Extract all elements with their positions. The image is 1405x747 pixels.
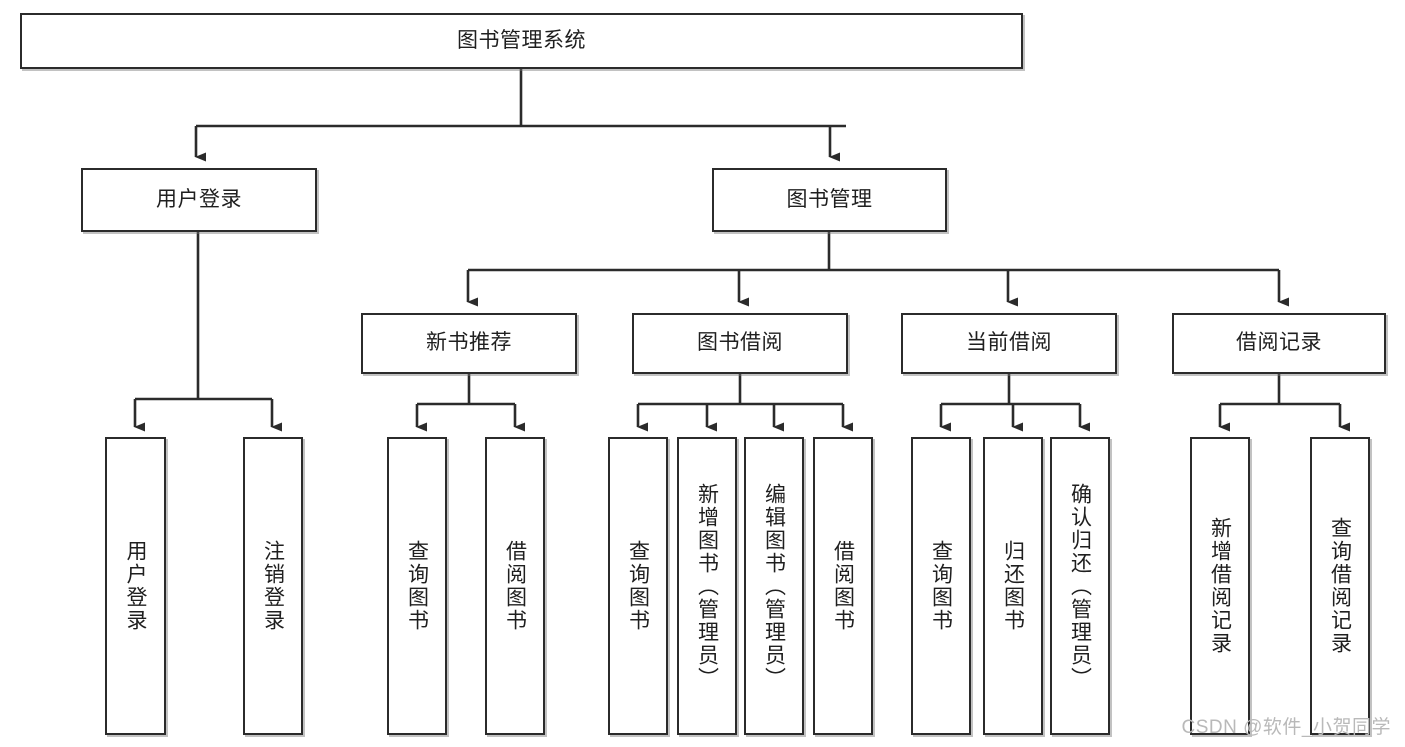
node-label: 确认归还（管理员） <box>1068 482 1092 690</box>
node-label: 用户登录 <box>156 187 242 211</box>
edges-bookmanage-level3 <box>466 232 1289 307</box>
node-borrow-record[interactable]: 借阅记录 <box>1172 313 1386 374</box>
node-leaf-confirm-return[interactable]: 确认归还（管理员） <box>1050 437 1110 735</box>
edges-root-level2 <box>194 69 846 162</box>
node-book-borrow[interactable]: 图书借阅 <box>632 313 848 374</box>
node-label: 归还图书 <box>1001 540 1025 632</box>
node-new-book-rec[interactable]: 新书推荐 <box>361 313 577 374</box>
watermark-text: CSDN @软件_小贺同学 <box>1181 717 1391 738</box>
node-label: 图书管理系统 <box>457 28 586 52</box>
node-label: 新增图书（管理员） <box>695 482 719 690</box>
edges-currentborrow-leaves <box>939 374 1090 432</box>
node-leaf-logout[interactable]: 注销登录 <box>243 437 303 735</box>
node-label: 借阅图书 <box>831 540 855 632</box>
node-label: 查询图书 <box>626 540 650 632</box>
edges-bookborrow-leaves <box>636 374 853 432</box>
node-label: 借阅图书 <box>503 540 527 632</box>
node-leaf-query-book-2[interactable]: 查询图书 <box>608 437 668 735</box>
node-leaf-query-book-3[interactable]: 查询图书 <box>911 437 971 735</box>
node-label: 查询图书 <box>929 540 953 632</box>
edges-userlogin-leaves <box>133 232 282 432</box>
node-leaf-add-record[interactable]: 新增借阅记录 <box>1190 437 1250 735</box>
node-user-login[interactable]: 用户登录 <box>81 168 317 232</box>
node-root[interactable]: 图书管理系统 <box>20 13 1023 69</box>
edges-borrowrecord-leaves <box>1218 374 1350 432</box>
node-label: 图书借阅 <box>697 331 783 355</box>
edges-newbookrec-leaves <box>415 374 525 432</box>
node-leaf-user-login[interactable]: 用户登录 <box>105 437 166 735</box>
node-leaf-borrow-book-1[interactable]: 借阅图书 <box>485 437 545 735</box>
node-label: 用户登录 <box>124 540 147 632</box>
node-label: 图书管理 <box>786 187 873 211</box>
node-leaf-query-book-1[interactable]: 查询图书 <box>387 437 447 735</box>
node-label: 注销登录 <box>261 540 285 632</box>
node-book-manage[interactable]: 图书管理 <box>712 168 947 232</box>
node-label: 编辑图书（管理员） <box>762 482 786 690</box>
node-leaf-edit-book[interactable]: 编辑图书（管理员） <box>744 437 804 735</box>
node-label: 查询借阅记录 <box>1328 517 1352 655</box>
node-leaf-borrow-book-2[interactable]: 借阅图书 <box>813 437 873 735</box>
node-label: 查询图书 <box>405 540 429 632</box>
node-label: 新书推荐 <box>426 331 512 355</box>
node-leaf-add-book[interactable]: 新增图书（管理员） <box>677 437 737 735</box>
node-label: 当前借阅 <box>966 331 1052 355</box>
node-label: 借阅记录 <box>1236 331 1322 355</box>
node-leaf-return-book[interactable]: 归还图书 <box>983 437 1043 735</box>
node-leaf-query-record[interactable]: 查询借阅记录 <box>1310 437 1370 735</box>
node-current-borrow[interactable]: 当前借阅 <box>901 313 1117 374</box>
node-label: 新增借阅记录 <box>1208 517 1232 655</box>
